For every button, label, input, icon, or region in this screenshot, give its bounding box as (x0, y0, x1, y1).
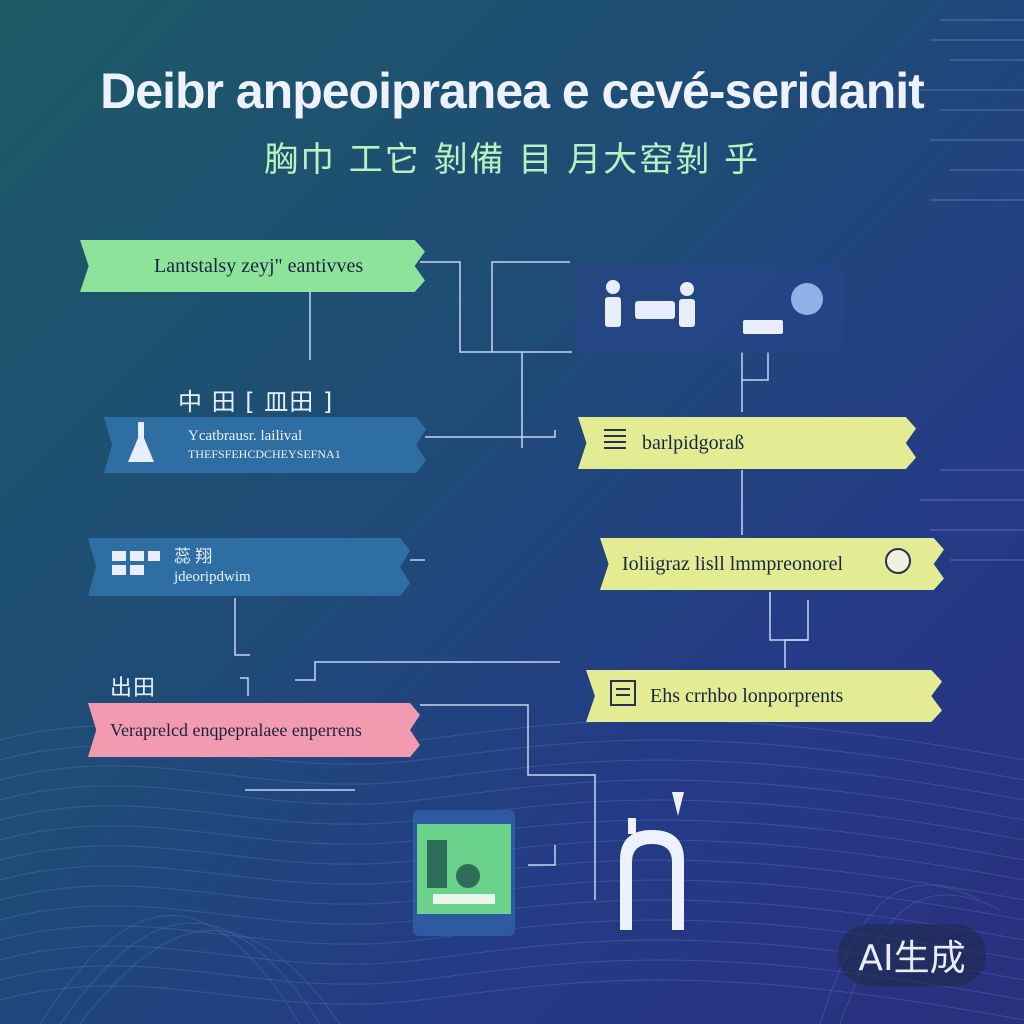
node-sublabel: THEFSFEHCDCHEYSEFNA1 (188, 447, 341, 461)
flask-icon (126, 420, 156, 470)
node-label: 蕊 翔 (174, 547, 213, 566)
page-title: Deibr anpeoipranea e cevé-seridanit (100, 63, 925, 119)
node-left-blue-1: Ycatbrausr. lailival THEFSFEHCDCHEYSEFNA… (104, 417, 426, 473)
node-left-pink: Veraprelcd enqpepralaee enperrens (88, 703, 420, 757)
shell-icon (883, 546, 913, 582)
document-icon (600, 424, 630, 462)
node-right-yellow-1: barlpidgoraß (578, 417, 916, 469)
door-icon (620, 792, 684, 930)
node-label: Veraprelcd enqpepralaee enperrens (110, 719, 362, 740)
left-small-label: 出田 (110, 676, 157, 701)
node-label: Lantstalsy zeyj" eantivves (154, 254, 364, 277)
page-subtitle: 胸巾 工它 剝備 目 月大窑剝 乎 (263, 140, 761, 180)
device-illustration (413, 810, 515, 936)
people-illustration (575, 265, 843, 353)
archway-illustration (612, 790, 694, 932)
node-sublabel: jdeoripdwim (174, 569, 251, 585)
grid-icon (110, 547, 162, 587)
node-label: Ioliigraz lisll lmmpreonorel (622, 552, 844, 575)
node-label: Ehs crrhbo lonporprents (650, 684, 844, 707)
node-right-yellow-3: Ehs crrhbo lonporprents (586, 670, 942, 722)
left-section-heading: 中 田 [ 皿田 ] (178, 388, 334, 416)
node-label: barlpidgoraß (642, 431, 745, 454)
people-icon (605, 280, 823, 334)
ai-generated-badge: AI生成 (838, 924, 986, 986)
node-top-left: Lantstalsy zeyj" eantivves (80, 240, 425, 292)
node-label: Ycatbrausr. lailival (188, 428, 303, 444)
list-icon (608, 677, 638, 715)
node-right-yellow-2: Ioliigraz lisll lmmpreonorel (600, 538, 944, 590)
machine-icon (417, 824, 511, 914)
node-left-blue-2: 蕊 翔 jdeoripdwim (88, 538, 410, 596)
